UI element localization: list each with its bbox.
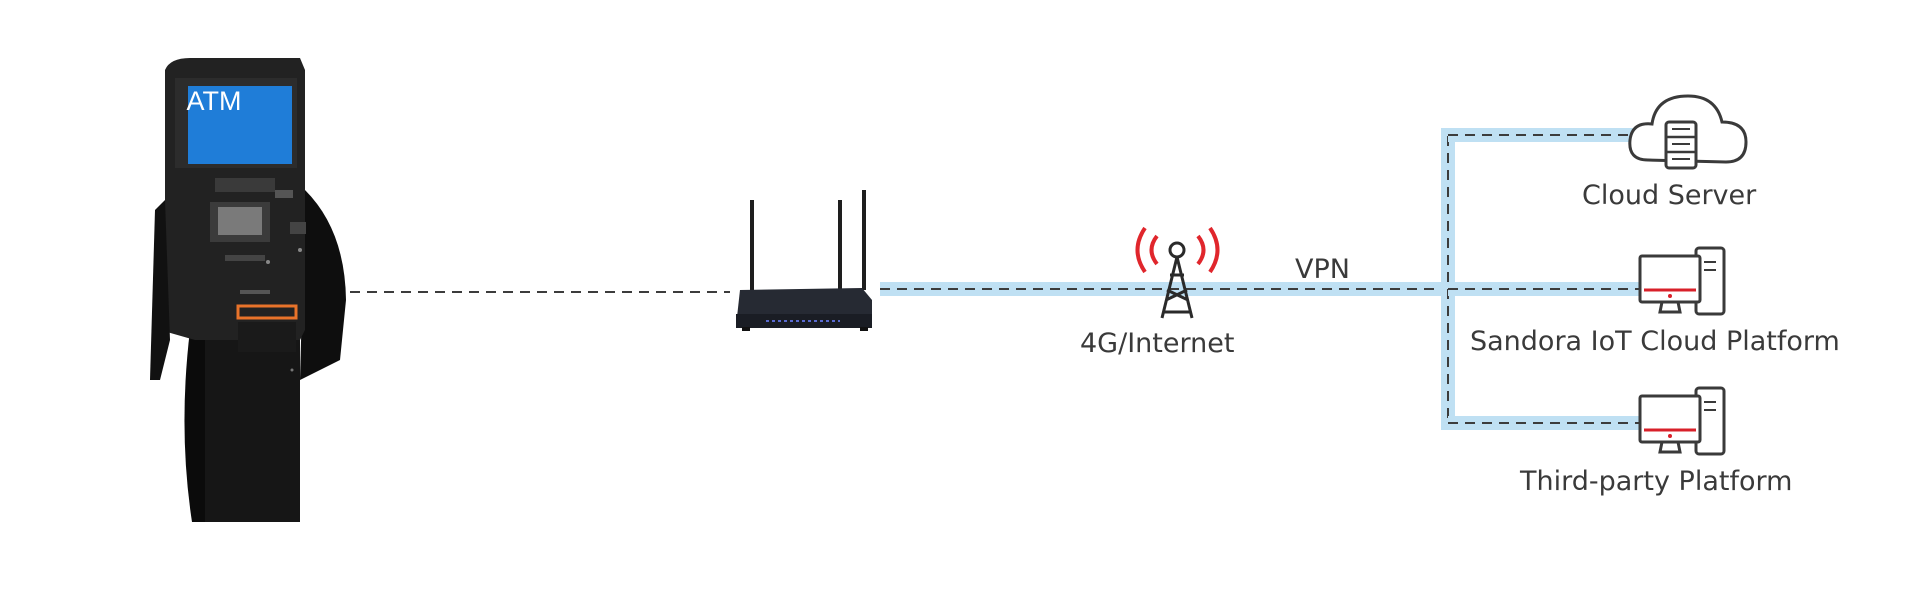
vpn-label: VPN — [1295, 254, 1350, 285]
third-party-computer-icon — [1638, 386, 1726, 456]
vpn-tunnel — [880, 128, 1643, 430]
atm-screen — [188, 86, 292, 164]
iot-platform-computer-icon — [1638, 246, 1726, 316]
cloud-server-label: Cloud Server — [1582, 180, 1757, 211]
atm-screen-text: ATM — [186, 86, 242, 116]
iot-platform-label: Sandora IoT Cloud Platform — [1470, 326, 1840, 357]
signal-tower-icon — [1135, 226, 1220, 319]
atm-kiosk-icon — [150, 58, 346, 522]
internet-label: 4G/Internet — [1080, 328, 1235, 359]
third-party-label: Third-party Platform — [1520, 466, 1793, 497]
router-icon — [736, 190, 872, 331]
cloud-server-icon — [1628, 94, 1748, 170]
card-slot — [236, 304, 298, 320]
